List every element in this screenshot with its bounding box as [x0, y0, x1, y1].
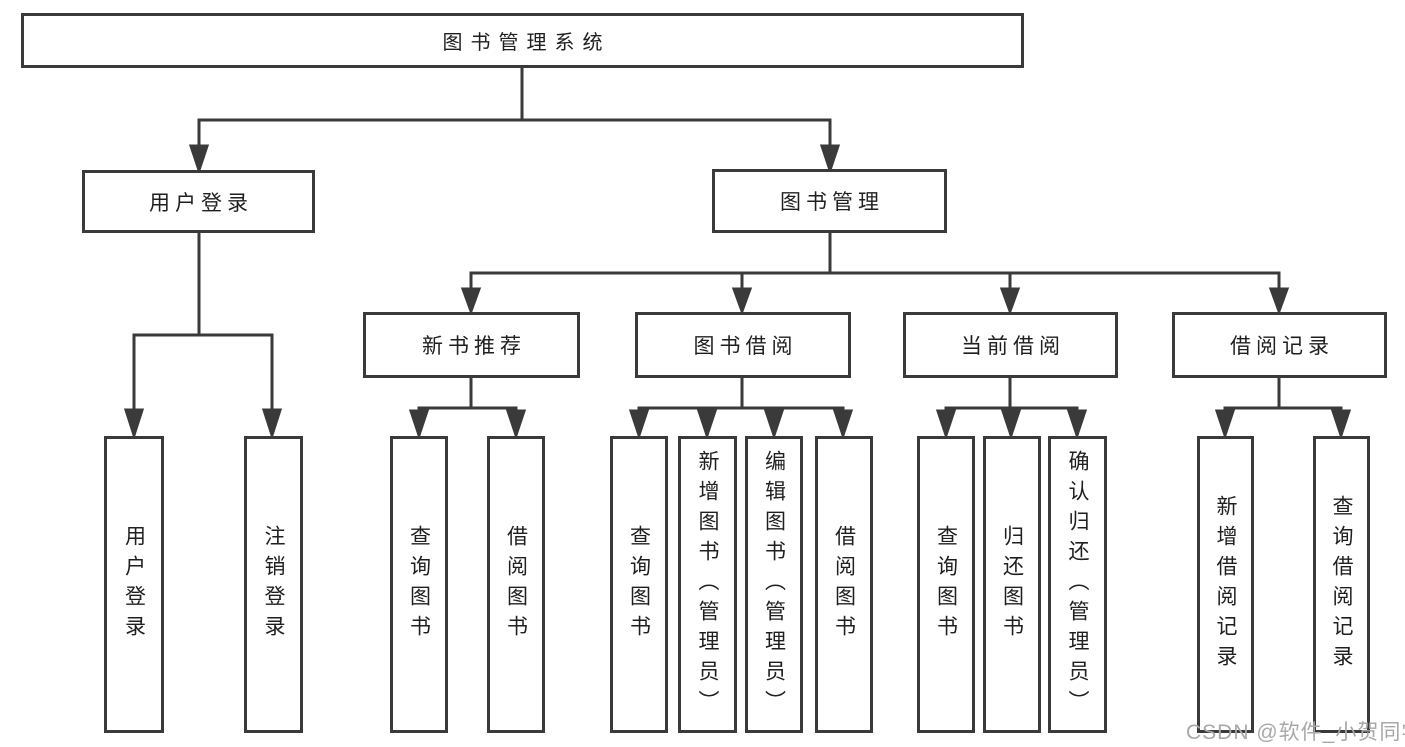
node-book-management-branch: 图书管理: [712, 169, 947, 233]
leaf-user-login: 用户登录: [104, 436, 164, 733]
node-new-book-recommendation: 新书推荐: [363, 312, 580, 378]
leaf-return-books: 归还图书: [983, 436, 1041, 733]
leaf-logout: 注销登录: [244, 436, 303, 733]
node-current-borrowing: 当前借阅: [903, 312, 1118, 378]
node-user-login-branch: 用户登录: [82, 170, 315, 233]
leaf-query-books-borrow: 查询图书: [610, 436, 668, 733]
leaf-borrow-books-recommend: 借阅图书: [487, 436, 545, 733]
leaf-query-books-recommend: 查询图书: [390, 436, 448, 733]
leaf-borrow-books: 借阅图书: [815, 436, 873, 733]
leaf-query-books-current: 查询图书: [917, 436, 975, 733]
leaf-confirm-return-admin: 确认归还（管理员）: [1048, 436, 1107, 733]
node-book-borrowing: 图书借阅: [635, 312, 851, 378]
node-library-management-system: 图书管理系统: [21, 13, 1024, 68]
leaf-query-borrow-record: 查询借阅记录: [1313, 436, 1370, 733]
leaf-edit-books-admin: 编辑图书（管理员）: [745, 436, 803, 733]
leaf-add-books-admin: 新增图书（管理员）: [678, 436, 737, 733]
node-borrowing-records: 借阅记录: [1172, 312, 1387, 378]
csdn-watermark: CSDN @软件_小贺同学: [1186, 721, 1405, 744]
leaf-add-borrow-record: 新增借阅记录: [1197, 436, 1254, 733]
